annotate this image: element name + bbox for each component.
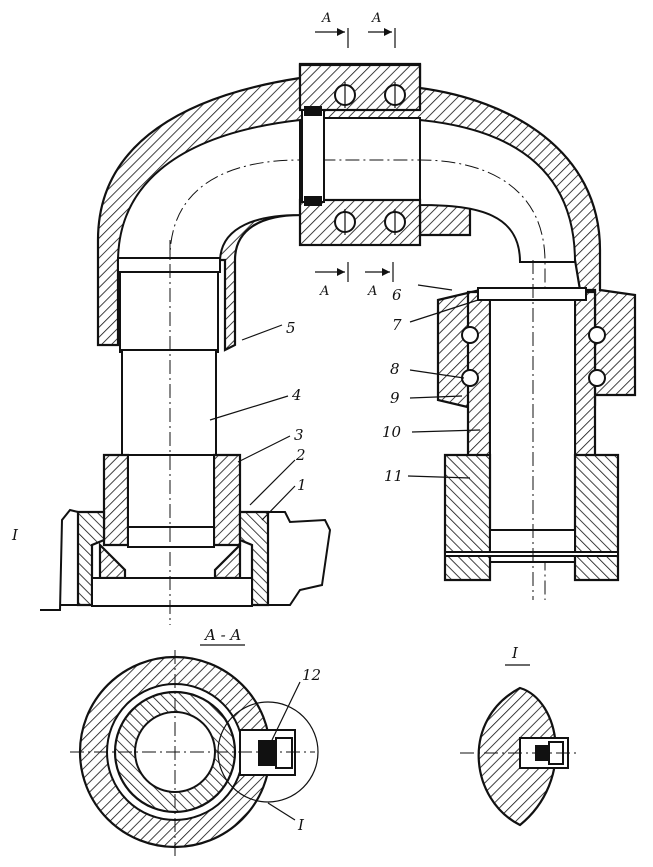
- detail-mark-section: I: [297, 816, 305, 834]
- part-callouts: 5 4 3 2 1 6 7 8 9 10 11 I: [11, 284, 481, 544]
- section-marker-top: A A: [315, 11, 396, 48]
- label-part-11: 11: [384, 467, 403, 485]
- label-part-12: 12: [302, 666, 321, 684]
- label-part-1: 1: [297, 476, 307, 494]
- elbow-housing: [96, 62, 637, 600]
- section-label-mid-right: A: [367, 284, 377, 299]
- right-leg-assembly: [436, 287, 620, 582]
- label-part-8: 8: [390, 360, 400, 378]
- label-part-9: 9: [390, 389, 400, 407]
- label-part-6a: 6: [392, 286, 402, 304]
- label-part-4: 4: [291, 386, 302, 404]
- label-part-2: 2: [295, 446, 306, 464]
- section-label-top-right: A: [371, 11, 381, 26]
- label-part-3: 3: [294, 426, 304, 444]
- section-a-a-title: A - A: [203, 626, 241, 644]
- detail-title: I: [511, 644, 519, 662]
- detail-i-view: I: [460, 644, 580, 827]
- detail-mark-main: I: [11, 526, 19, 544]
- left-leg-assembly: [40, 257, 332, 611]
- label-part-5: 5: [286, 319, 296, 337]
- section-marker-mid: A A: [315, 262, 394, 299]
- section-a-a-view: A - A 12 I: [70, 626, 321, 860]
- section-label-mid-left: A: [319, 284, 329, 299]
- split-flange: [298, 63, 422, 247]
- label-part-10: 10: [382, 423, 402, 441]
- section-label-top-left: A: [321, 11, 331, 26]
- label-part-7: 7: [392, 316, 402, 334]
